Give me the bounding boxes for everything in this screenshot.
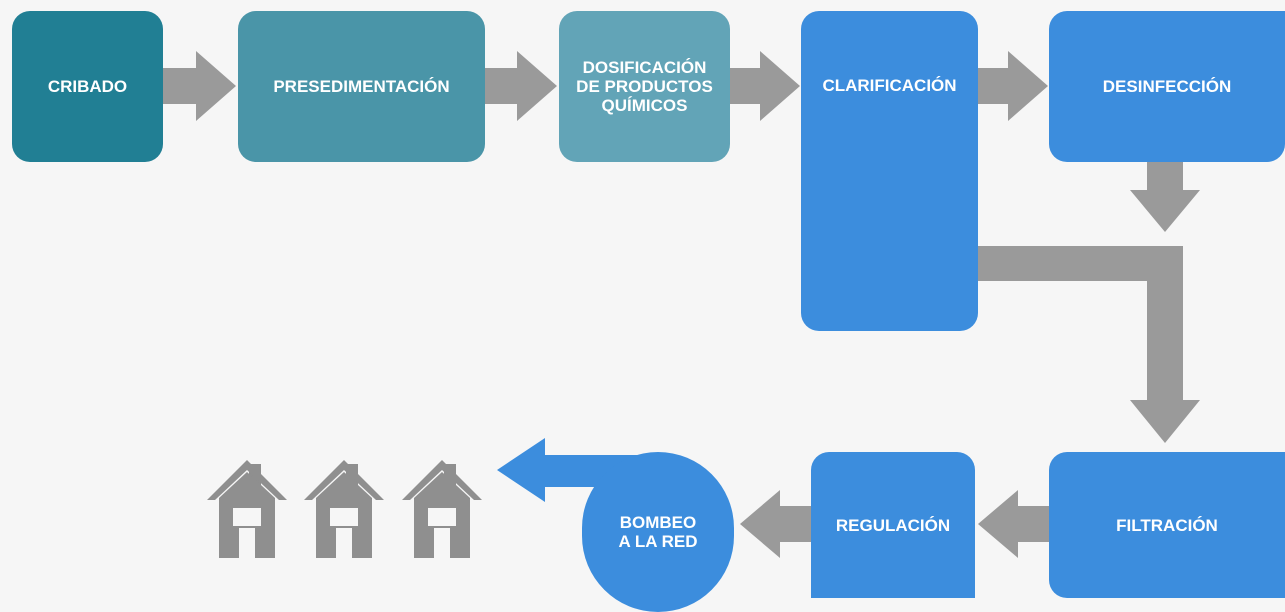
step-dosificacion: DOSIFICACIÓN DE PRODUCTOS QUÍMICOS [559,11,730,162]
step-label: FILTRACIÓN [1116,515,1218,535]
step-filtracion: FILTRACIÓN [1049,452,1285,598]
step-bombeo: BOMBEO A LA RED [582,452,734,612]
step-clarificacion: CLARIFICACIÓN [801,11,978,331]
step-label: CLARIFICACIÓN [822,76,957,95]
arrow-clarificacion-to-filtracion [978,246,1200,443]
house-icon [207,460,287,558]
step-label-line: DOSIFICACIÓN [582,58,707,77]
arrow-regulacion-to-bombeo [740,490,811,558]
step-label-line: A LA RED [618,532,698,551]
arrow-presedimentacion-to-dosificacion [485,51,557,121]
arrow-desinfeccion-down [1130,162,1200,232]
arrow-filtracion-to-regulacion [978,490,1049,558]
step-label: CRIBADO [47,77,128,96]
step-desinfeccion: DESINFECCIÓN [1049,11,1285,162]
arrow-clarificacion-to-desinfeccion [978,51,1048,121]
step-cribado: CRIBADO [12,11,163,162]
step-label-line: BOMBEO [619,513,697,532]
house-icon [304,460,384,558]
step-presedimentacion: PRESEDIMENTACIÓN [238,11,485,162]
step-label-line: DE PRODUCTOS [576,77,713,96]
house-icon [402,460,482,558]
treatment-process-diagram: CRIBADO PRESEDIMENTACIÓN DOSIFICACIÓN DE… [12,11,1285,612]
arrow-dosificacion-to-clarificacion [730,51,800,121]
connector-layer [163,51,1200,558]
step-regulacion: REGULACIÓN [811,452,975,598]
step-label: DESINFECCIÓN [1102,77,1232,96]
step-label: REGULACIÓN [835,515,951,535]
step-label-line: QUÍMICOS [601,96,688,115]
step-label: PRESEDIMENTACIÓN [273,77,450,96]
arrow-cribado-to-presedimentacion [163,51,236,121]
arrow-bombeo-to-houses [497,438,660,502]
